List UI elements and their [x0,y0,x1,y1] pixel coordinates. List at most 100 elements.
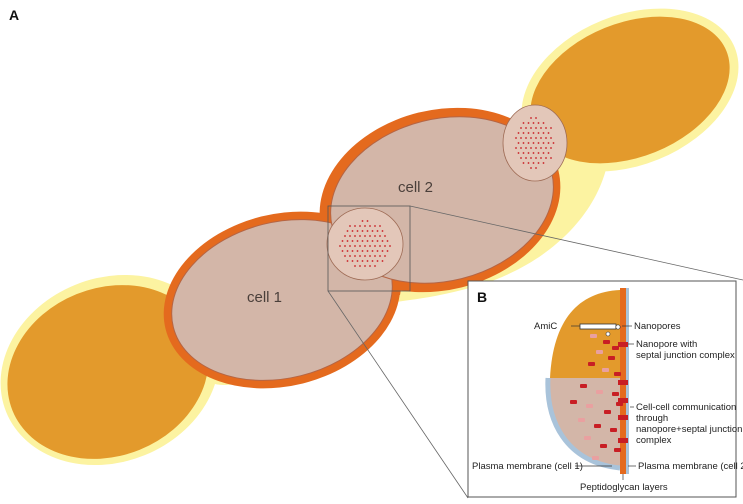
septal-junction-dot [532,162,535,164]
septal-junction-dot [537,122,540,124]
septal-junction-dot [366,230,369,232]
septal-junction-dot [376,260,379,262]
septal-junction-dot [525,157,527,159]
cell-1-label: cell 1 [247,289,282,306]
nanopore-sjc-label-1: Nanopore with [636,339,697,350]
septal-junction-dot [520,147,522,149]
septal-junction-dot [364,235,366,237]
septal-junction-dot [532,122,535,124]
septal-junction-dot [535,167,537,169]
septal-junction-dot [379,225,381,227]
nanopore-sjc-label-2: septal junction complex [636,350,735,361]
septal-junction-dot [542,122,545,124]
septal-junction-dot [550,127,552,129]
junction-complex [608,356,615,360]
septal-junction-dot [354,265,356,267]
septal-junction-dot [520,157,522,159]
septal-junction-dot [341,240,344,242]
septal-junction-dot [364,265,366,267]
inset-panel-b: B AmiC Nanopores Nanopore with septal ju… [467,280,743,498]
panel-b-label: B [477,289,487,305]
septal-junction-complex [618,415,628,420]
septal-junction-dot [371,250,374,252]
septal-junction-dot [379,245,381,247]
septal-junction-complex [618,438,628,443]
inset-plasma-membrane-cell1 [545,377,621,471]
septal-junction-dot [542,132,545,134]
pm-cell1-label: Plasma membrane (cell 1) [472,461,583,472]
septal-junction-dot [547,152,550,154]
septal-junction-dot [527,142,530,144]
septal-junction-dot [537,162,540,164]
septal-junction-dot [522,132,525,134]
nanopore-marker [605,331,611,337]
septal-junction-dot [341,250,344,252]
septal-junction-dot [537,132,540,134]
septal-junction-dot [547,142,550,144]
septal-junction-dot [525,147,527,149]
septal-junction-dot [344,235,346,237]
junction-complex [590,334,597,338]
septal-junction-dot [359,225,361,227]
septal-junction-dot [381,240,384,242]
septal-junction-dot [522,152,525,154]
septum-disc-right [502,104,568,182]
neighbor-cell-right [530,16,730,164]
septal-junction-dot [356,230,359,232]
junction-complex [612,392,619,396]
septal-junction-dot [535,147,537,149]
septal-junction-dot [366,260,369,262]
septal-junction-dot [351,240,354,242]
septal-junction-dot [371,240,374,242]
septal-junction-dot [530,157,532,159]
septal-junction-dot [542,152,545,154]
pm-cell2-label: Plasma membrane (cell 2) [638,461,743,472]
septal-junction-dot [550,137,552,139]
septal-junction-dot [371,230,374,232]
septal-junction-dot [520,127,522,129]
junction-complex [610,428,617,432]
amic-label: AmiC [534,321,557,332]
septal-junction-dot [376,250,379,252]
septal-junction-dot [376,230,379,232]
septal-junction-dot [532,132,535,134]
junction-complex [614,372,621,376]
septal-junction-dot [530,167,532,169]
septal-junction-dot [381,260,384,262]
septal-junction-dot [535,137,537,139]
septal-junction-dot [356,240,359,242]
septal-junction-dot [354,235,356,237]
septal-junction-dot [545,147,547,149]
septal-junction-dot [354,255,356,257]
septal-junction-dot [351,250,354,252]
septal-junction-dot [386,250,389,252]
junction-complex [578,418,585,422]
septal-junction-dot [369,265,371,267]
communication-label-1: Cell-cell communication [636,402,736,413]
septal-junction-dot [535,127,537,129]
septal-junction-dot [545,157,547,159]
septal-junction-dot [552,142,555,144]
septal-junction-dot [359,255,361,257]
septal-junction-dot [376,240,379,242]
septal-junction-dot [530,117,532,119]
septal-junction-dot [364,225,366,227]
septal-junction-dot [369,255,371,257]
septal-junction-dot [532,152,535,154]
septal-junction-dot [517,142,520,144]
septal-junction-dot [354,225,356,227]
septal-junction-dot [361,240,364,242]
septal-junction-dot [517,152,520,154]
septal-junction-dot [540,147,542,149]
septal-junction-dot [379,235,381,237]
septal-junction-complex [618,380,628,385]
septal-junction-dot [515,137,517,139]
septal-junction-dot [361,230,364,232]
septal-junction-dot [356,260,359,262]
junction-complex [570,400,577,404]
inset-junction-complexes [570,334,628,460]
septal-junction-dot [527,132,530,134]
septal-junction-dot [349,245,351,247]
septal-junction-dot [537,142,540,144]
septal-junction-dot [374,225,376,227]
